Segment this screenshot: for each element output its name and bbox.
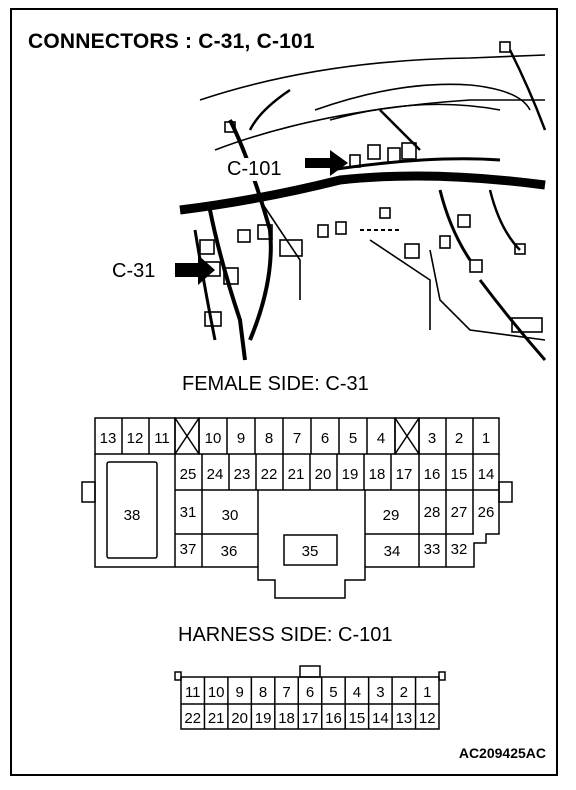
pin-label: 38 (124, 507, 141, 524)
pin-label: 15 (349, 710, 366, 727)
pin-label: 19 (255, 710, 272, 727)
pin-label: 28 (424, 504, 441, 521)
pin-label: 7 (293, 430, 301, 447)
pin-label: 18 (369, 466, 386, 483)
figure-code: AC209425AC (458, 745, 546, 761)
pin-label: 2 (400, 684, 408, 701)
pin-label: 5 (349, 430, 357, 447)
pin-label: 37 (180, 541, 197, 558)
page-title: CONNECTORS : C-31, C-101 (28, 30, 315, 53)
pin-label: 30 (222, 507, 239, 524)
pin-label: 13 (395, 710, 412, 727)
pin-label: 22 (261, 466, 278, 483)
pin-label: 9 (235, 684, 243, 701)
pin-label: 9 (237, 430, 245, 447)
pin-label: 8 (259, 684, 267, 701)
pin-label: 16 (424, 466, 441, 483)
pin-label: 25 (180, 466, 197, 483)
callout-c101: C-101 (225, 158, 284, 181)
pin-label: 34 (384, 543, 401, 560)
pin-label: 10 (205, 430, 222, 447)
pin-label: 19 (342, 466, 359, 483)
pin-label: 6 (306, 684, 314, 701)
pin-label: 12 (419, 710, 436, 727)
figure-frame (10, 8, 558, 776)
pin-label: 29 (383, 507, 400, 524)
pin-label: 11 (185, 684, 201, 701)
pin-label: 17 (302, 710, 319, 727)
pin-label: 14 (478, 466, 495, 483)
callout-c31: C-31 (112, 260, 156, 282)
pin-label: 14 (372, 710, 389, 727)
pin-label: 4 (353, 684, 361, 701)
pin-label: 26 (478, 504, 495, 521)
pin-label: 36 (221, 543, 238, 560)
pin-label: 27 (451, 504, 468, 521)
pin-label: 8 (265, 430, 273, 447)
pin-label: 7 (282, 684, 290, 701)
pin-label: 6 (321, 430, 329, 447)
pin-label: 23 (234, 466, 251, 483)
pin-label: 10 (208, 684, 225, 701)
pin-label: 20 (315, 466, 332, 483)
pin-label: 15 (451, 466, 468, 483)
pin-label: 18 (278, 710, 295, 727)
pin-label: 24 (207, 466, 224, 483)
pin-label: 17 (396, 466, 413, 483)
pin-label: 21 (288, 466, 305, 483)
pin-label: 4 (377, 430, 385, 447)
pin-label: 31 (180, 504, 197, 521)
pin-label: 12 (127, 430, 144, 447)
pin-label: 32 (451, 541, 468, 558)
pin-label: 3 (428, 430, 436, 447)
pin-label: 13 (100, 430, 117, 447)
pin-label: 1 (423, 684, 431, 701)
pin-label: 35 (302, 543, 319, 560)
pin-label: 1 (482, 430, 490, 447)
female-side-heading: FEMALE SIDE: C-31 (182, 373, 369, 395)
harness-side-heading: HARNESS SIDE: C-101 (178, 624, 393, 646)
pin-label: 21 (208, 710, 225, 727)
pin-label: 11 (154, 430, 170, 447)
pin-label: 5 (329, 684, 337, 701)
pin-label: 22 (184, 710, 201, 727)
pin-label: 20 (231, 710, 248, 727)
pin-label: 2 (455, 430, 463, 447)
pin-label: 33 (424, 541, 441, 558)
pin-label: 3 (376, 684, 384, 701)
pin-label: 16 (325, 710, 342, 727)
